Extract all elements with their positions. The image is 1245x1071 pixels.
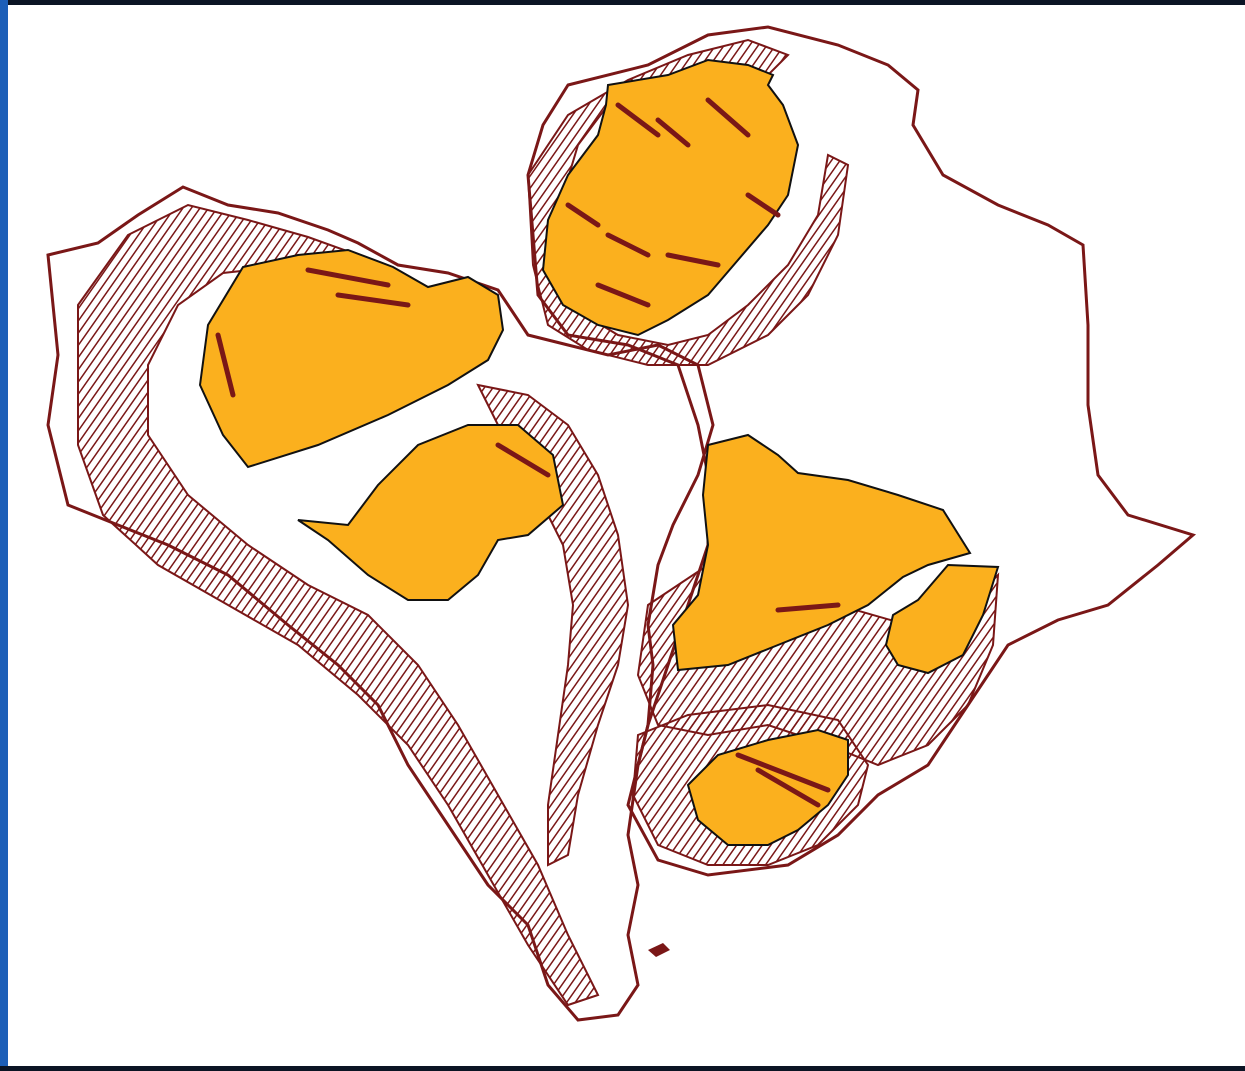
region-top	[541, 58, 800, 337]
window-top-border	[0, 0, 1245, 5]
cortex-band-center	[476, 383, 630, 867]
drawing-canvas[interactable]	[8, 5, 1245, 1066]
region-bottom	[686, 728, 849, 846]
window-bottom-border	[0, 1066, 1245, 1071]
region-small-right	[884, 563, 1000, 675]
fragment-small	[648, 943, 670, 957]
region-mid-left	[297, 424, 565, 601]
window-left-border	[0, 0, 8, 1071]
region-streaks	[215, 97, 841, 808]
cortex-band-top	[526, 38, 850, 366]
region-right	[671, 433, 972, 672]
region-upper-left	[198, 248, 505, 469]
brain-section-drawing	[46, 25, 1197, 1022]
